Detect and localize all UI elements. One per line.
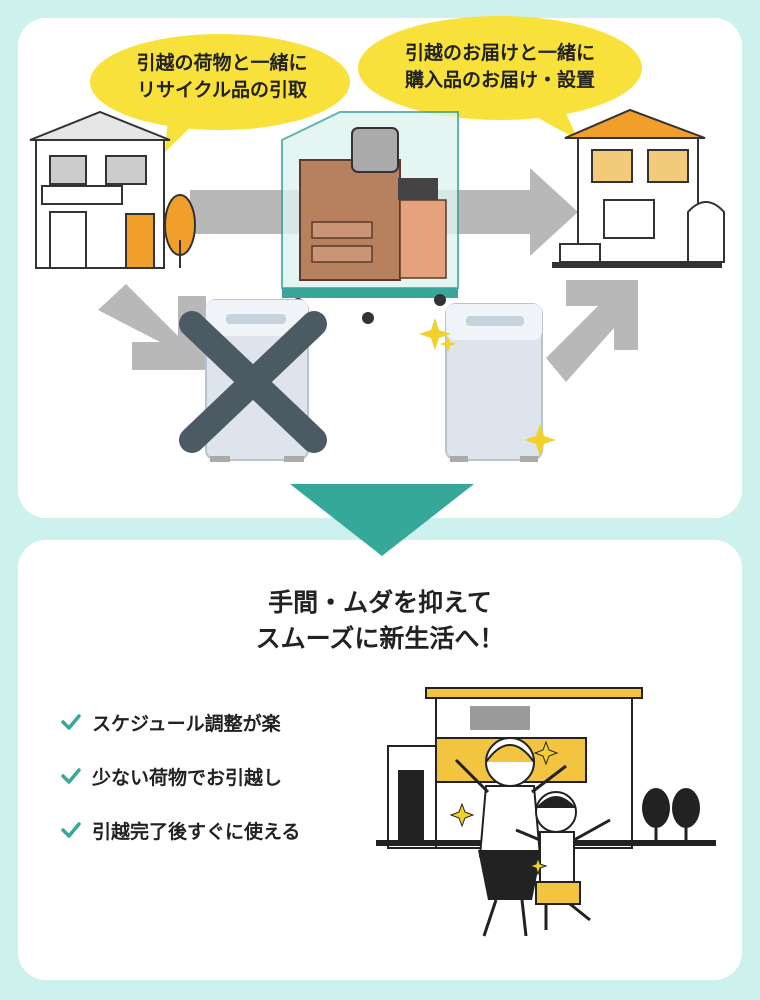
bubble-left-line1: 引越の荷物と一緒に bbox=[136, 52, 308, 74]
headline-line1: 手間・ムダを抑えて bbox=[268, 588, 492, 617]
new-house-icon bbox=[552, 108, 725, 268]
benefit-item: 引越完了後すぐに使える bbox=[60, 816, 300, 844]
benefit-text: スケジュール調整が楽 bbox=[92, 712, 281, 735]
old-house-icon bbox=[29, 110, 196, 269]
bubble-right-text: 引越のお届けと一緒に 購入品のお届け・設置 bbox=[380, 40, 620, 94]
cross-icon bbox=[179, 311, 327, 453]
cart-with-boxes-icon bbox=[281, 111, 459, 324]
down-triangle-icon bbox=[290, 484, 474, 556]
new-washing-machine-icon bbox=[445, 303, 543, 462]
family-illustration bbox=[376, 687, 716, 937]
bubble-right-line1: 引越のお届けと一緒に bbox=[404, 42, 595, 64]
benefit-item: スケジュール調整が楽 bbox=[60, 708, 300, 736]
benefit-text: 引越完了後すぐに使える bbox=[92, 820, 301, 843]
benefit-text: 少ない荷物でお引越し bbox=[92, 766, 283, 789]
speech-bubble-left bbox=[90, 34, 350, 152]
sparkle-icon bbox=[419, 318, 556, 456]
headline: 手間・ムダを抑えて スムーズに新生活へ！ bbox=[0, 585, 760, 657]
moving-diagram bbox=[29, 16, 725, 556]
headline-line2: スムーズに新生活へ！ bbox=[255, 624, 505, 653]
bubble-right-line2: 購入品のお届け・設置 bbox=[404, 69, 595, 91]
check-icon bbox=[61, 768, 81, 784]
benefit-list: スケジュール調整が楽 少ない荷物でお引越し 引越完了後すぐに使える bbox=[60, 708, 300, 870]
check-icon bbox=[61, 714, 81, 730]
speech-bubble-right bbox=[358, 16, 642, 140]
bubble-left-line2: リサイクル品の引取 bbox=[136, 79, 308, 101]
arrow-down-right-icon bbox=[98, 284, 206, 370]
bubble-left-text: 引越の荷物と一緒に リサイクル品の引取 bbox=[112, 50, 332, 104]
arrow-up-right-icon bbox=[546, 280, 638, 382]
benefit-item: 少ない荷物でお引越し bbox=[60, 762, 300, 790]
check-icon bbox=[61, 822, 81, 838]
